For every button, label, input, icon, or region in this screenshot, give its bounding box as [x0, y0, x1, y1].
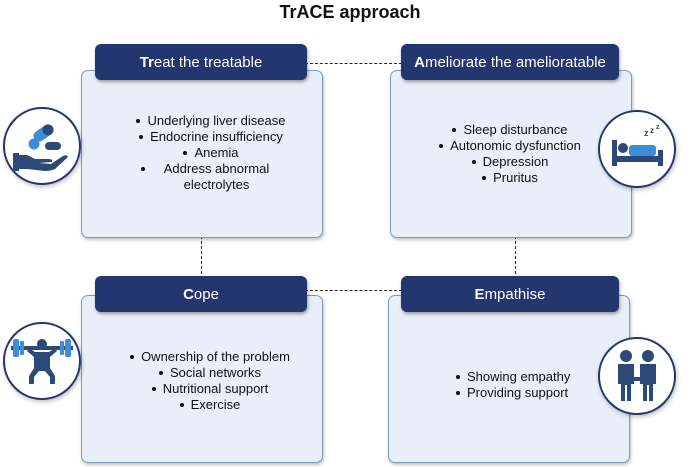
two-people-holding-hands-icon	[598, 337, 676, 415]
list-item: Endocrine insufficiency	[96, 129, 326, 145]
svg-text:z: z	[644, 128, 649, 138]
list-item: Anemia	[96, 145, 326, 161]
ameliorate-heading-initial: A	[414, 53, 425, 71]
bullet	[136, 119, 141, 123]
list-item: Pruritus	[430, 170, 590, 186]
list-item: Autonomic dysfunction	[430, 138, 590, 154]
connector-treat-cope	[201, 236, 202, 274]
list-item: Social networks	[100, 365, 320, 381]
bullet	[456, 391, 460, 395]
cope-heading-initial: C	[183, 285, 194, 303]
bullet	[456, 375, 460, 379]
list-item: Showing empathy	[456, 369, 596, 385]
list-item: Providing support	[456, 385, 596, 401]
cope-heading-rest: ope	[193, 285, 219, 303]
connector-cope-empathise	[305, 290, 402, 291]
bullet	[139, 135, 144, 139]
bullet	[151, 387, 156, 391]
empathise-list: Showing empathy Providing support	[456, 369, 596, 401]
diagram-title: TrACE approach	[279, 2, 421, 22]
treat-list: Underlying liver disease Endocrine insuf…	[96, 113, 326, 193]
bullet	[183, 151, 188, 155]
empathise-heading-rest: mpathise	[484, 285, 546, 303]
bullet	[471, 160, 476, 164]
list-item: Ownership of the problem	[100, 349, 320, 365]
bullet	[158, 371, 163, 375]
bullet	[482, 176, 487, 180]
sleeping-bed-icon: z z z	[598, 110, 676, 188]
bullet	[179, 403, 184, 407]
empathise-heading-initial: E	[474, 285, 485, 303]
list-item: Sleep disturbance	[430, 122, 590, 138]
empathise-panel	[388, 295, 630, 463]
hand-pills-icon	[3, 107, 81, 185]
svg-text:z: z	[650, 126, 654, 135]
list-item: Depression	[430, 154, 590, 170]
svg-text:z: z	[656, 124, 660, 131]
ameliorate-list: Sleep disturbance Autonomic dysfunction …	[430, 122, 590, 186]
treat-heading-rest: eat the treatable	[153, 53, 263, 71]
connector-treat-ameliorate	[305, 63, 402, 64]
bullet	[140, 167, 145, 171]
cope-panel	[81, 295, 323, 463]
bullet	[439, 144, 444, 148]
list-item: Underlying liver disease	[96, 113, 326, 129]
weightlifter-icon	[3, 322, 81, 400]
list-item: Address abnormal electrolytes	[96, 161, 326, 193]
list-item: Nutritional support	[100, 381, 320, 397]
treat-heading-initial: Tr	[139, 53, 154, 71]
ameliorate-heading-rest: meliorate the amelioratable	[424, 53, 606, 71]
connector-ameliorate-empathise	[515, 236, 516, 274]
treat-panel	[81, 70, 323, 238]
bullet	[130, 355, 135, 359]
cope-list: Ownership of the problem Social networks…	[100, 349, 320, 413]
list-item: Exercise	[100, 397, 320, 413]
bullet	[452, 128, 457, 132]
